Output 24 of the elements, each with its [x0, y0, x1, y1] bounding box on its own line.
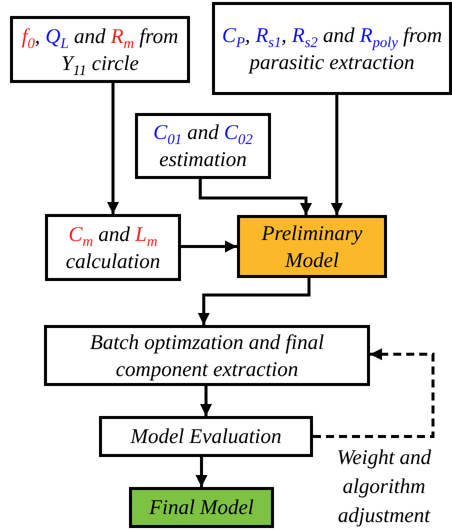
process-box — [10, 16, 190, 83]
arrow — [330, 95, 343, 215]
step-text: C$_{P}$, R$_{s1}$, R$_{s2}$ and R$_{poly}$ from parasitic extraction — [220, 22, 444, 76]
process-box — [135, 113, 271, 179]
feedback-arrow — [313, 348, 434, 438]
process-box — [45, 214, 181, 281]
step-text: f$_{0}$, Q$_{L}$ and R$_{m}$ from Y$_{11}$ circle — [20, 22, 180, 76]
model-box — [237, 215, 387, 278]
step-text: Final Model — [149, 494, 254, 521]
final-model-box — [129, 487, 274, 528]
arrow — [198, 278, 310, 325]
step-text: Model Evaluation — [130, 423, 282, 450]
arrow — [196, 457, 208, 487]
arrow — [107, 83, 119, 214]
process-box — [212, 2, 452, 95]
arrow — [181, 240, 237, 252]
process-box — [99, 416, 313, 457]
process-box — [44, 325, 370, 386]
arrow — [200, 386, 212, 416]
step-text: C$_{01}$ and C$_{02}$ estimation — [152, 119, 254, 173]
step-text: C$_{m}$ and L$_{m}$ calculation — [64, 220, 162, 274]
step-text: Batch optimzation and final component extraction — [89, 328, 325, 382]
step-text: Preliminary Model — [260, 220, 364, 274]
arrow — [198, 179, 312, 215]
